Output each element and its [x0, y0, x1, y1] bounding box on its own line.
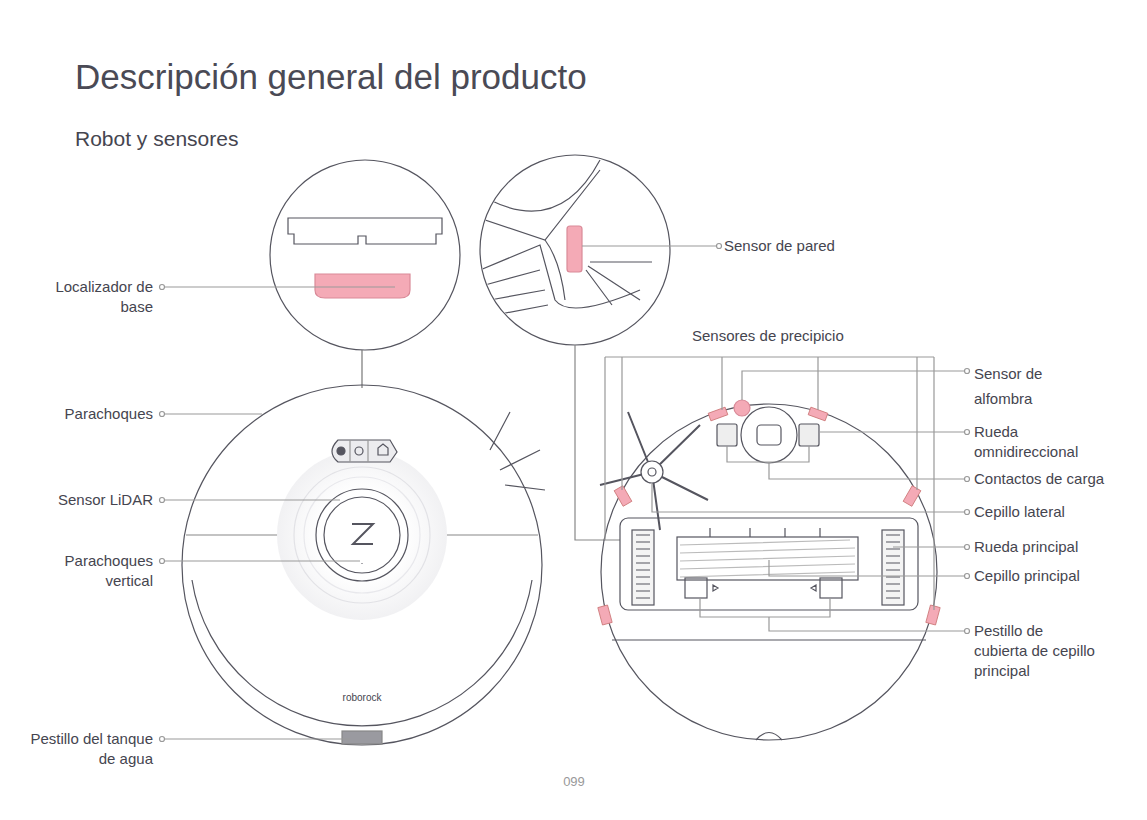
zoom-circle [480, 155, 670, 345]
part-label: Sensores de precipicio [692, 326, 844, 346]
water-tank-latch [342, 731, 382, 744]
zoom-circle [270, 160, 460, 350]
page-number: 099 [563, 774, 585, 790]
part-label: Sensor LiDAR [58, 490, 153, 510]
base-locator [315, 274, 410, 298]
part-label: Pestillo del tanque de agua [28, 729, 153, 769]
section-heading: Robot y sensores [75, 126, 238, 152]
part-label: Localizador de base [53, 277, 153, 317]
part-label: Cepillo principal [974, 566, 1080, 586]
part-label: Rueda omnidireccional [974, 422, 1102, 462]
robot-top [182, 385, 542, 745]
part-label: Parachoques [65, 404, 153, 424]
part-label: Sensor de alfombra [974, 361, 1084, 411]
part-label: Sensor de pared [724, 236, 835, 256]
brand-logo: roborock [343, 691, 382, 705]
page-title: Descripción general del producto [75, 56, 587, 98]
part-label: Pestillo de cubierta de cepillo principa… [974, 621, 1099, 681]
part-label: Parachoques vertical [53, 551, 153, 591]
part-label: Rueda principal [974, 537, 1078, 557]
part-label: Cepillo lateral [974, 502, 1065, 522]
part-label: Contactos de carga [974, 469, 1104, 489]
